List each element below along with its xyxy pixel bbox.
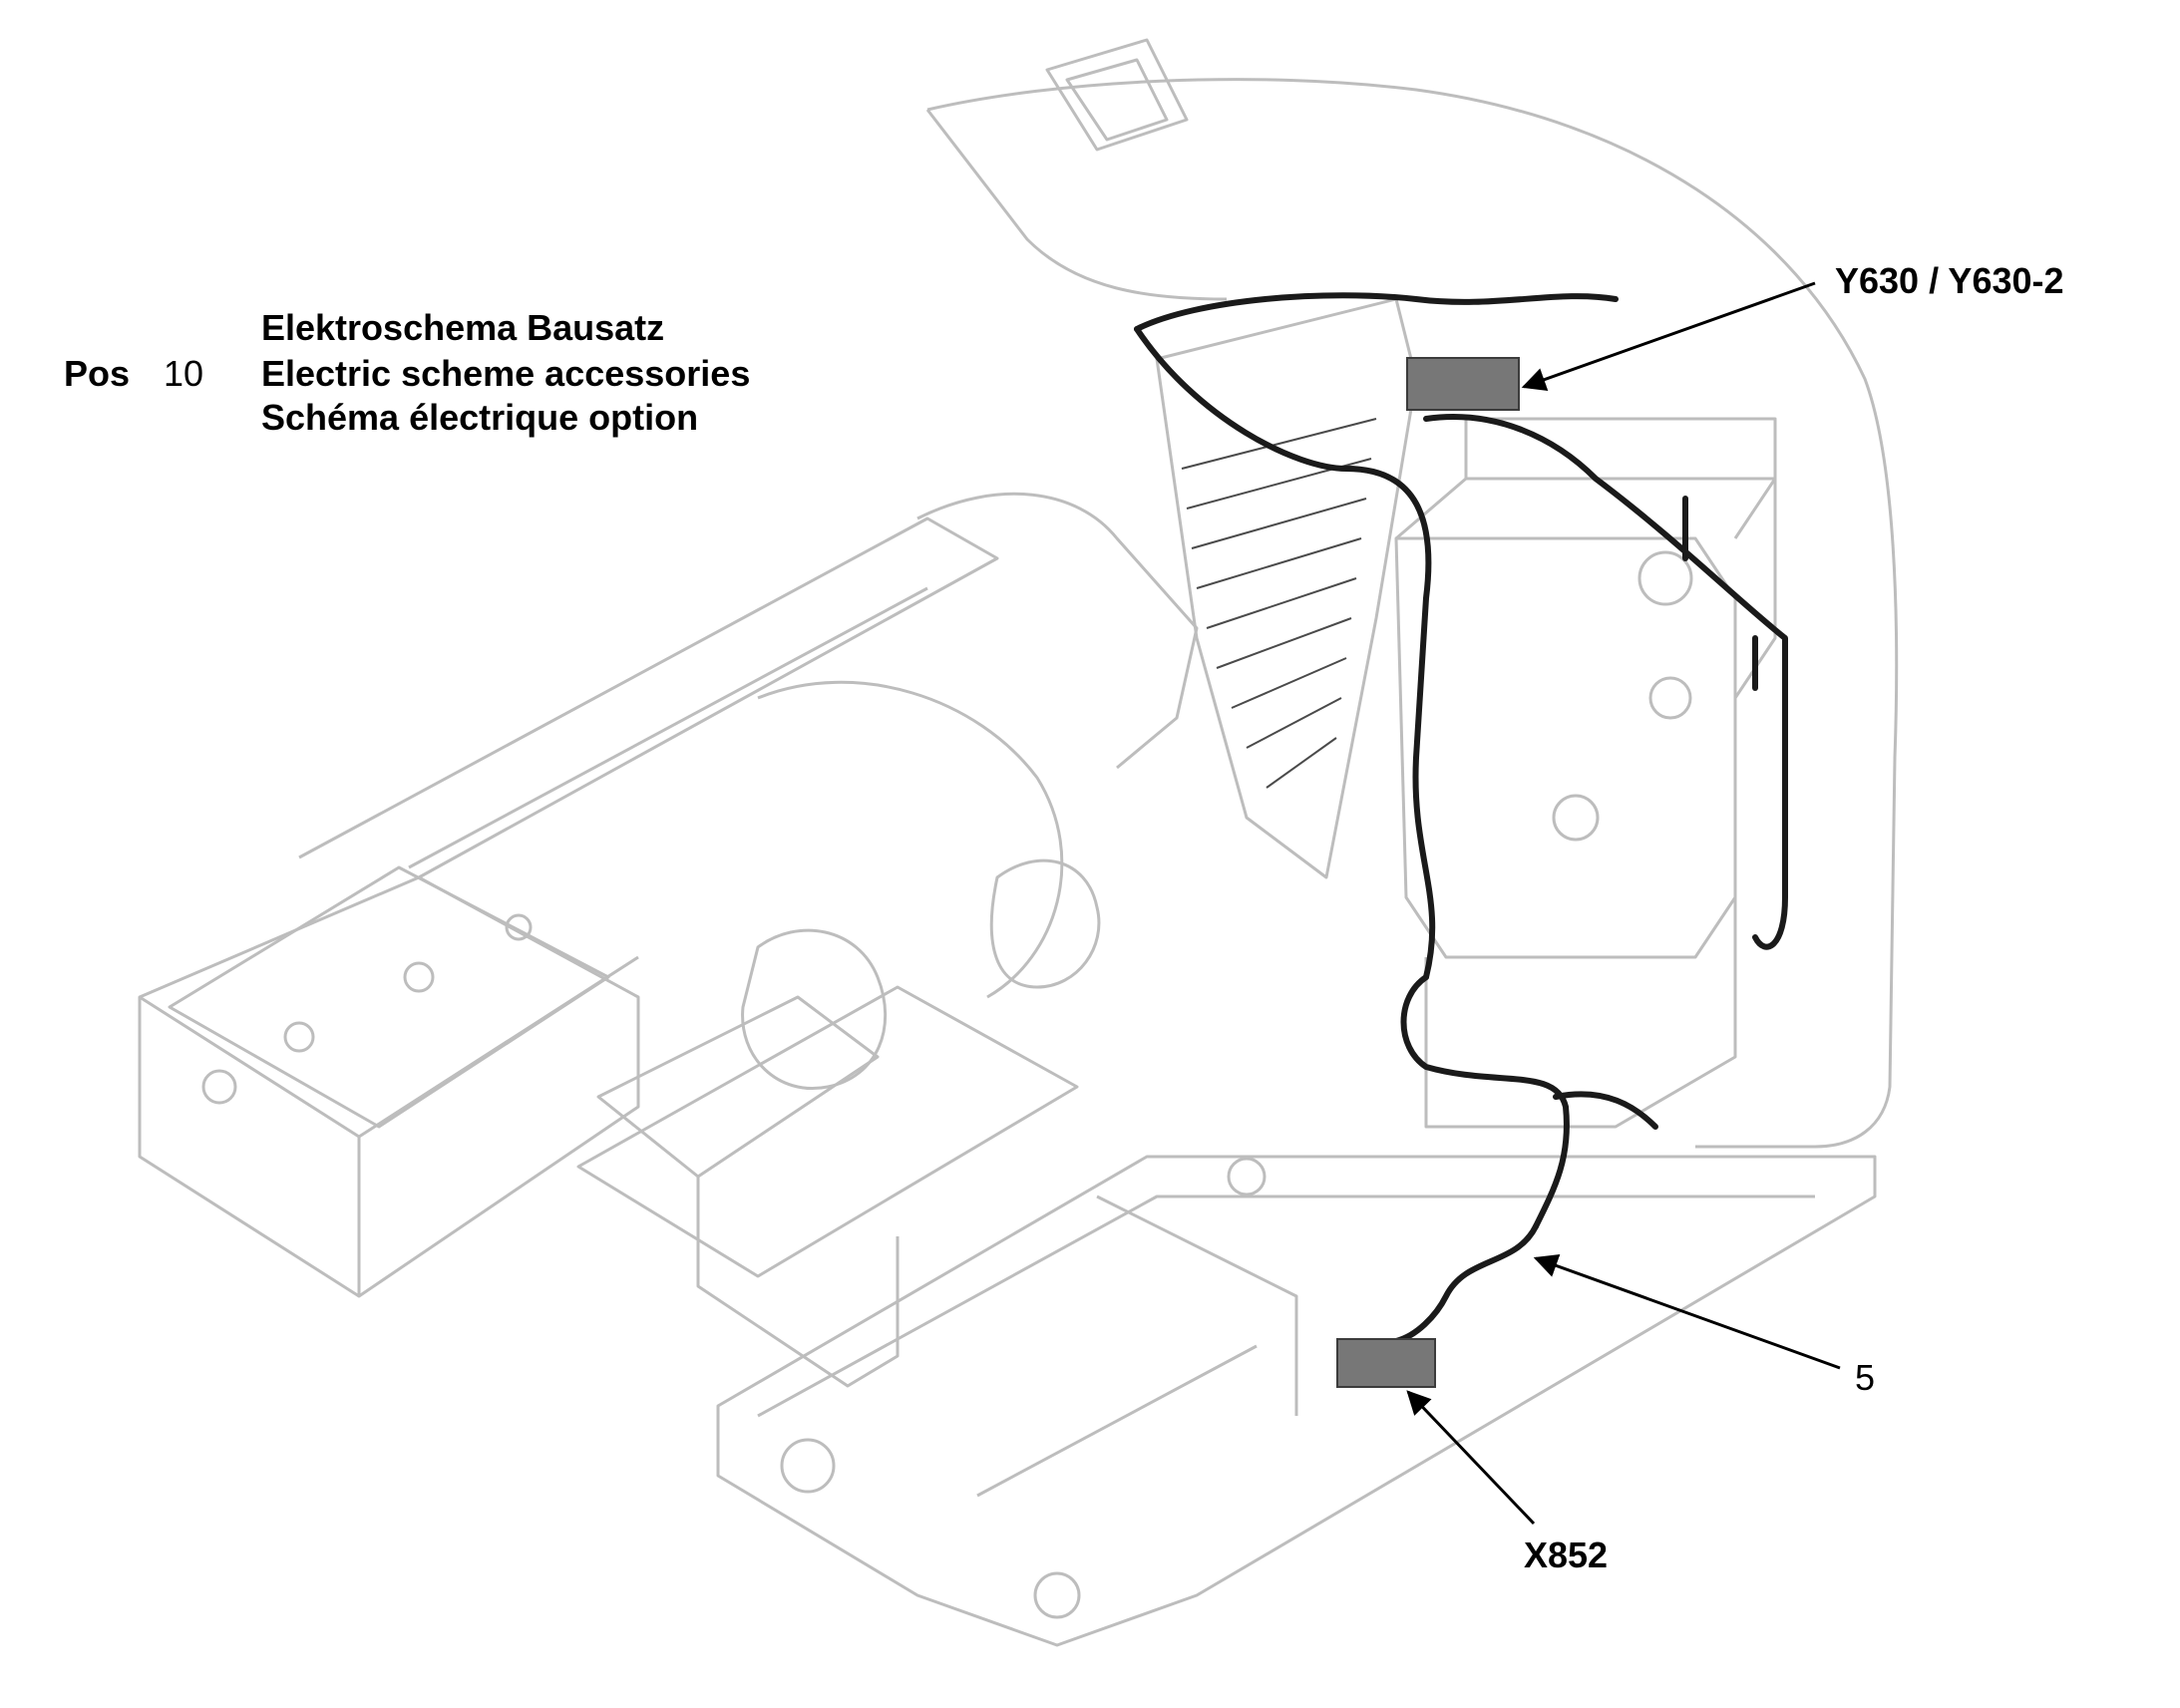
pos-number: 10: [164, 353, 204, 394]
title-french: Schéma électrique option: [261, 397, 699, 438]
leader-y630: [1521, 281, 1816, 392]
leader-lines: [1406, 281, 1841, 1526]
callout-harness-5-label: 5: [1855, 1357, 1876, 1398]
title-german: Elektroschema Bausatz: [261, 307, 665, 348]
leader-harness-5: [1533, 1254, 1841, 1370]
title-block: Pos 10 Elektroschema Bausatz Electric sc…: [64, 299, 882, 449]
connector-y630-box: [1406, 357, 1520, 411]
wire-harness: [1134, 292, 1788, 1344]
callout-x852-label: X852: [1524, 1535, 1609, 1575]
radiator-core: [1181, 418, 1377, 789]
frame-outline: [138, 38, 1899, 1647]
callout-y630-label: Y630 / Y630-2: [1835, 260, 2064, 301]
connector-x852-box: [1336, 1338, 1436, 1388]
pos-label: Pos: [64, 353, 131, 394]
title-english: Electric scheme accessories: [261, 353, 751, 394]
leader-x852: [1406, 1390, 1536, 1526]
